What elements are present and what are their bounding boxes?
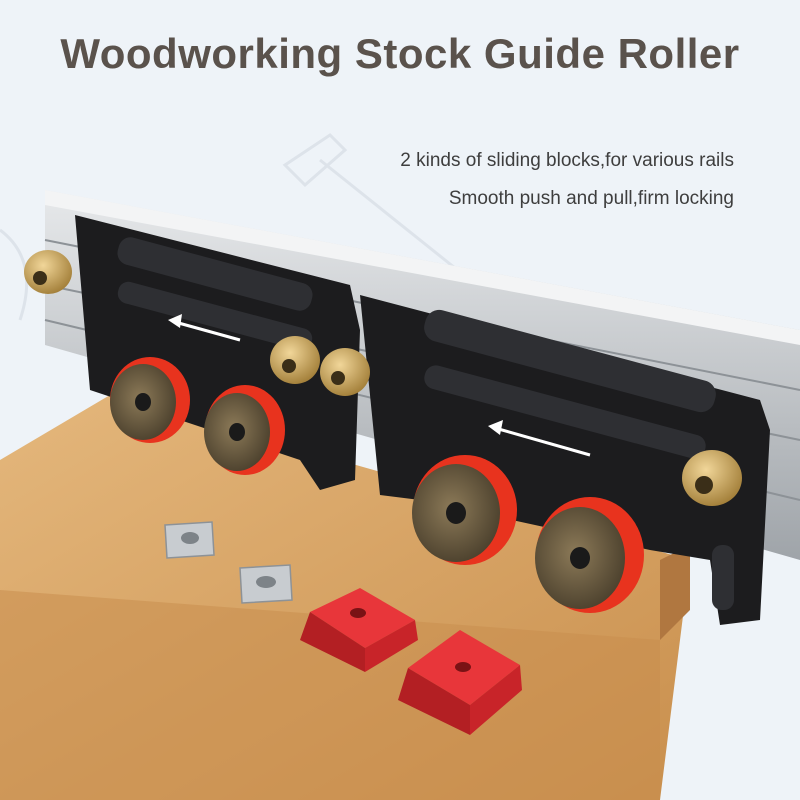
brass-knob (320, 348, 370, 396)
brass-knob (270, 336, 320, 384)
page-title: Woodworking Stock Guide Roller (60, 30, 740, 77)
square-nut (239, 564, 293, 604)
feature-item: 2 kinds of sliding blocks,for various ra… (400, 150, 734, 171)
feature-item: Smooth push and pull,firm locking (448, 188, 734, 209)
red-t-nut (398, 630, 522, 735)
right-roller-bracket (360, 295, 770, 625)
left-roller-bracket (75, 215, 360, 490)
square-nut (164, 521, 215, 559)
brass-knob (24, 250, 72, 294)
roller-wheel (535, 497, 644, 613)
arrow-left-icon (488, 420, 591, 457)
roller-wheel (110, 357, 190, 443)
brass-knob (682, 450, 742, 506)
red-t-nut (300, 588, 418, 672)
roller-wheel (204, 385, 285, 475)
feature-list: 2 kinds of sliding blocks,for various ra… (400, 142, 734, 218)
arrow-left-icon (168, 314, 241, 342)
roller-wheel (412, 455, 517, 565)
